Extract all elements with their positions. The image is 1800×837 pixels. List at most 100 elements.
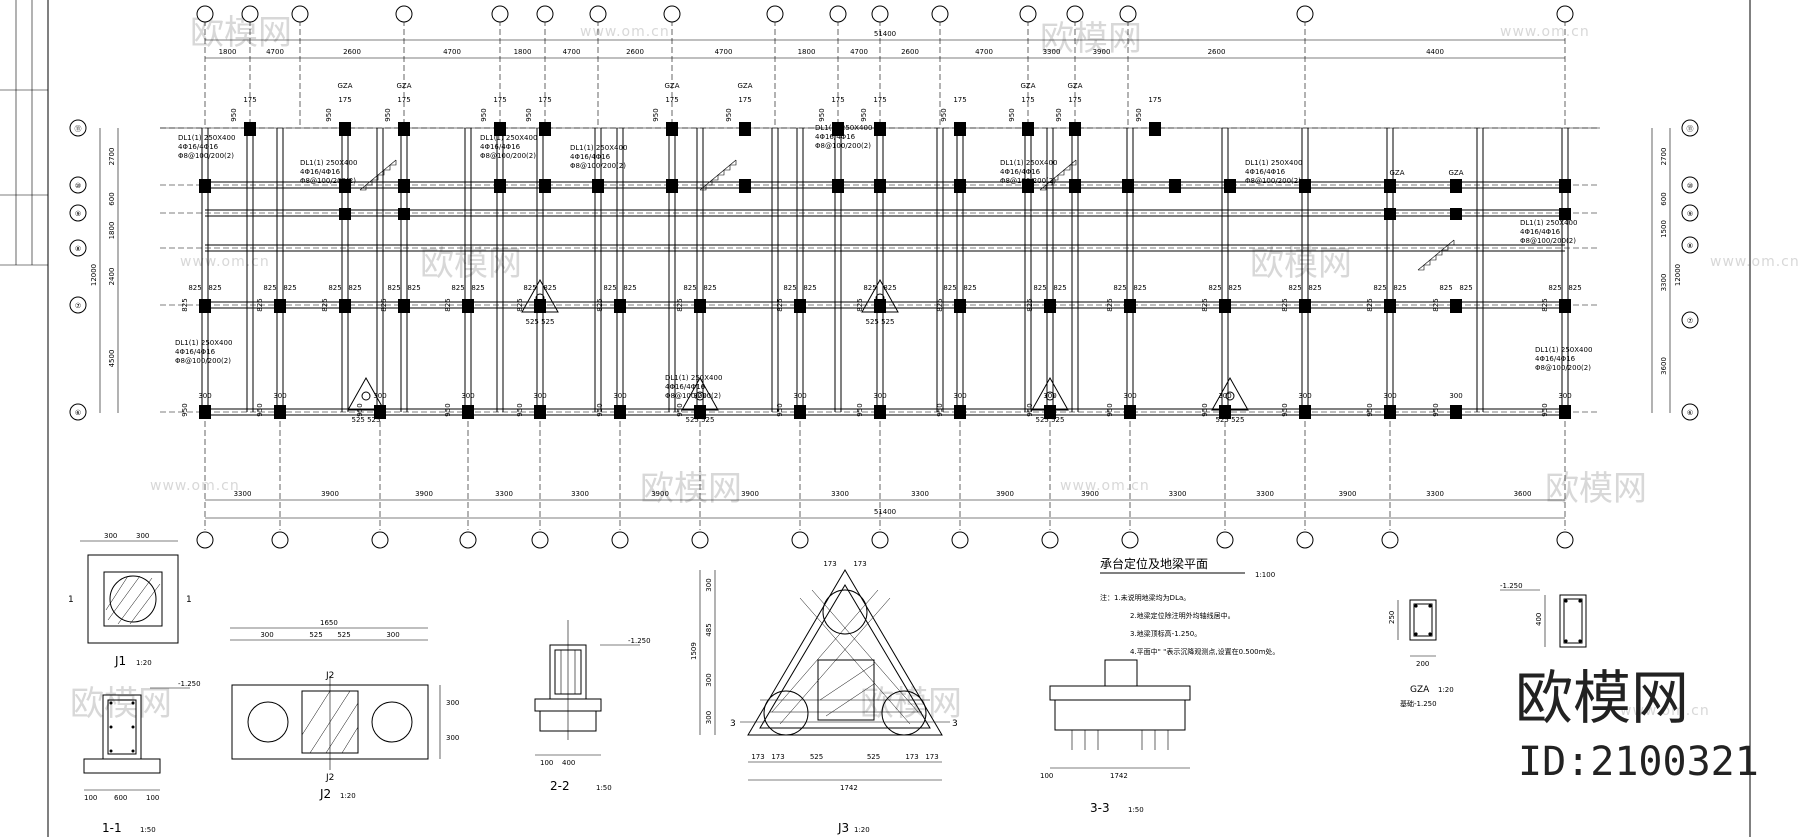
row-label: ⑥: [1687, 409, 1693, 417]
cap-dimension: 825: [1308, 284, 1321, 292]
j3-left-dimension: 300: [705, 673, 713, 686]
beam-rebar: 4Φ16/4Φ16: [300, 168, 341, 176]
beam-rebar: 4Φ16/4Φ16: [1000, 168, 1041, 176]
note-1: 注：1.未说明地梁均为DLa。: [1100, 593, 1190, 602]
axis-bubble: [69, 119, 87, 137]
column: [666, 179, 678, 193]
note-3: 3.地梁顶标高-1.250。: [1130, 629, 1201, 638]
cap-dimension: 175: [1068, 96, 1081, 104]
cap-dimension: 825: [1208, 284, 1221, 292]
column-label: GZA: [337, 82, 352, 90]
column: [462, 405, 474, 419]
cap-dimension: 825: [188, 284, 201, 292]
beam-label: DL1(1) 250X400: [1535, 346, 1592, 354]
j3-left-dimension: 300: [705, 578, 713, 591]
dla-dim-h: 400: [1535, 613, 1543, 626]
triangular-pile-cap: [681, 376, 719, 411]
column: [874, 405, 886, 419]
column: [462, 299, 474, 313]
j1-title: J1: [114, 654, 126, 668]
cap-dimension: 175: [493, 96, 506, 104]
column: [1384, 299, 1396, 313]
cap-dimension: 825: [407, 284, 420, 292]
row-label: ⑦: [75, 302, 81, 310]
column-label: GZA: [1067, 82, 1082, 90]
cap-dimension: 825: [1373, 284, 1386, 292]
bottom-dimension-label: 3900: [1081, 490, 1099, 498]
cap-dimension: 825: [1053, 284, 1066, 292]
cap-dimension: 825: [1568, 284, 1581, 292]
j3-bottom-total: 1742: [840, 784, 858, 792]
cap-dimension: 950: [940, 108, 948, 121]
beam-rebar: 4Φ16/4Φ16: [480, 143, 521, 151]
column: [1450, 179, 1462, 193]
column: [739, 179, 751, 193]
cap-dimension: 950: [516, 403, 524, 416]
cap-dimension: 950: [1008, 108, 1016, 121]
cap-dimension: 525 525: [526, 318, 555, 326]
row-label: ⑪: [1687, 125, 1694, 133]
stair-arrow: [1417, 239, 1455, 271]
cap-dimension: 300: [1298, 392, 1311, 400]
column-label: GZA: [1020, 82, 1035, 90]
column: [954, 122, 966, 136]
beam-stirrup: Φ8@100/200(2): [175, 357, 231, 365]
beam-label: DL1(1) 250X400: [815, 124, 872, 132]
j2-total: 1650: [320, 619, 338, 627]
cap-dimension: 300: [533, 392, 546, 400]
cap-dimension: 175: [665, 96, 678, 104]
brand-logo-text: 欧模网: [1515, 664, 1689, 732]
column-label: GZA: [664, 82, 679, 90]
row-label: ⑥: [75, 409, 81, 417]
j1-dim-right: 300: [136, 532, 149, 540]
sheet-border: [0, 0, 1751, 837]
cap-dimension: 525 525: [352, 416, 381, 424]
overall-dimension-bottom: 51400: [874, 508, 896, 516]
cap-dimension: 525 525: [686, 416, 715, 424]
cap-dimension: 300: [1043, 392, 1056, 400]
column: [874, 299, 886, 313]
pile-circle: [1225, 391, 1235, 401]
watermark-url: www.om.cn: [180, 254, 270, 270]
watermark-brand: 欧模网: [1250, 244, 1352, 284]
cap-dimension: 825: [863, 284, 876, 292]
cap-dimension: 825: [963, 284, 976, 292]
cap-dimension: 825: [1133, 284, 1146, 292]
cap-dimension: 825: [803, 284, 816, 292]
cap-dimension: 825: [676, 298, 684, 311]
cap-dimension: 950: [525, 108, 533, 121]
top-dimension-label: 3900: [1093, 48, 1111, 56]
cap-dimension: 825: [883, 284, 896, 292]
s33-scale: 1:50: [1128, 806, 1144, 814]
watermark-id: ID:2100321: [1518, 739, 1759, 785]
axis-bubble: [1296, 5, 1314, 23]
beam-label: DL1(1) 250X400: [1000, 159, 1057, 167]
column: [954, 405, 966, 419]
bottom-dimension-label: 3900: [741, 490, 759, 498]
watermark-brand: 欧模网: [1545, 469, 1647, 509]
row-label: ⑨: [1687, 210, 1693, 218]
right-dimension-label: 600: [1660, 192, 1668, 205]
pile-circle: [361, 391, 371, 401]
cap-dimension: 825: [348, 284, 361, 292]
top-dimension-label: 3300: [1043, 48, 1061, 56]
j1-dim-left: 300: [104, 532, 117, 540]
beam-rebar: 4Φ16/4Φ16: [665, 383, 706, 391]
beam-stirrup: Φ8@100/200(2): [480, 152, 536, 160]
left-dimension-label: 2400: [108, 268, 116, 286]
axis-bubble: [69, 403, 87, 421]
gza-scale: 1:20: [1438, 686, 1454, 694]
column: [1450, 405, 1462, 419]
column: [592, 179, 604, 193]
s33-dim: 1742: [1110, 772, 1128, 780]
cap-dimension: 175: [538, 96, 551, 104]
stair-arrow: [1039, 159, 1077, 191]
cap-dimension: 950: [1135, 108, 1143, 121]
j2-dimension: 525: [337, 631, 350, 639]
column: [274, 299, 286, 313]
j2-axis-label: J2: [325, 773, 334, 783]
